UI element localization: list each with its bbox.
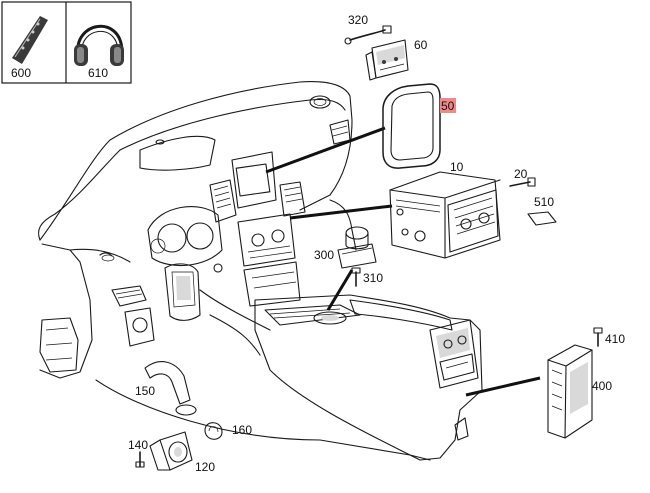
label-600: 600 [11, 66, 31, 80]
part-labels: 600 610 320 60 50 10 20 510 300 310 410 … [11, 13, 625, 474]
label-160: 160 [232, 423, 252, 437]
label-610: 610 [88, 66, 108, 80]
part-50-display [382, 83, 441, 169]
label-10: 10 [450, 160, 464, 174]
leader-lines [265, 126, 541, 397]
part-10-head-unit [389, 171, 501, 259]
highlight-50 [440, 98, 456, 113]
part-410-screw [593, 327, 603, 347]
remote-control-icon [12, 16, 48, 64]
part-510-label [527, 211, 557, 226]
part-160-ring [204, 422, 223, 440]
label-410: 410 [605, 332, 625, 346]
label-150: 150 [135, 384, 155, 398]
part-150-duct [144, 361, 197, 416]
label-120: 120 [195, 460, 215, 474]
part-400-module [547, 344, 593, 439]
label-510: 510 [534, 195, 554, 209]
part-140-screw [135, 451, 145, 468]
label-310: 310 [363, 271, 383, 285]
label-320: 320 [348, 13, 368, 27]
label-140: 140 [128, 438, 148, 452]
headphones-icon [74, 24, 124, 66]
dashboard-drawing [37, 81, 483, 461]
label-50: 50 [441, 99, 455, 113]
part-20-screw [509, 177, 536, 187]
part-310-screw [351, 267, 361, 287]
label-60: 60 [414, 38, 428, 52]
part-320-cable [344, 25, 392, 45]
label-20: 20 [514, 167, 528, 181]
part-60-switch-unit [365, 39, 409, 81]
part-300-controller [337, 226, 377, 269]
label-400: 400 [592, 379, 612, 393]
accessory-boxes [1, 1, 132, 84]
label-300: 300 [314, 248, 334, 262]
part-120-speaker [149, 431, 193, 471]
